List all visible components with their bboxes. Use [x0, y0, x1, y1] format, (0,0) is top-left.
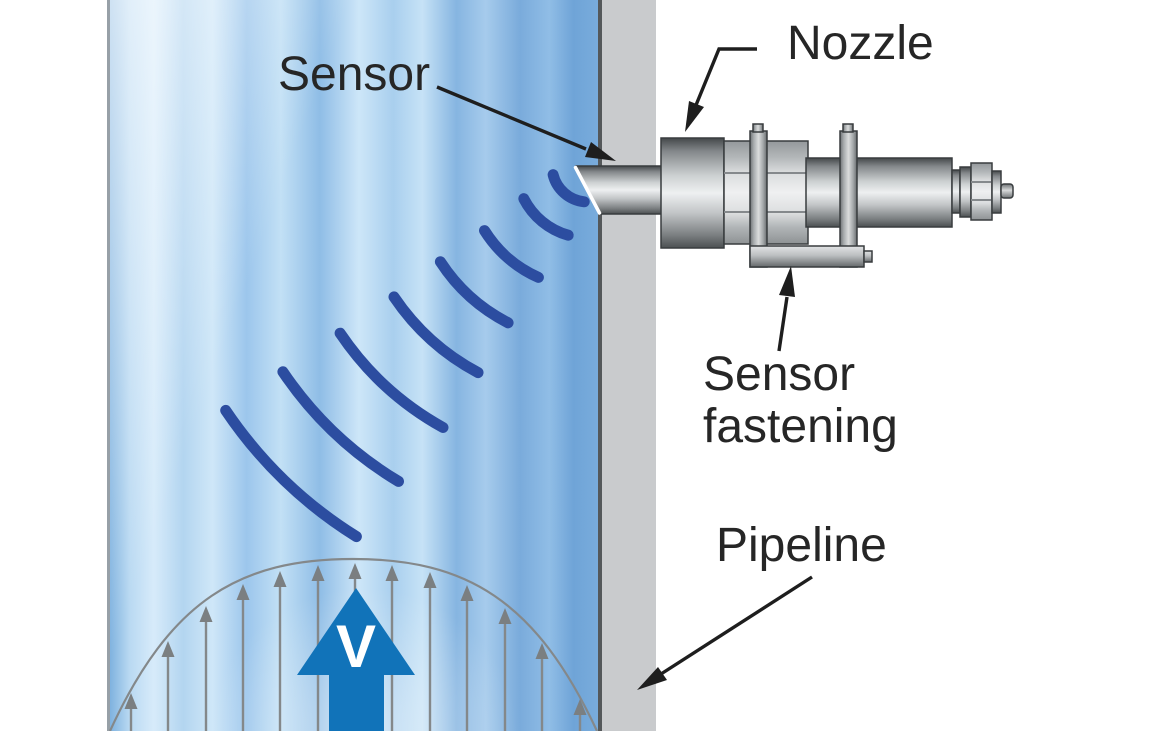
nozzle-leader-arrowhead — [685, 101, 704, 132]
velocity-profile-curve — [109, 557, 598, 731]
connector-hex-nut — [970, 162, 993, 221]
nozzle-body — [660, 137, 725, 249]
sensor-label: Sensor — [278, 48, 431, 101]
fastening-leader-arrowhead — [779, 266, 795, 297]
connector-collar — [959, 166, 972, 218]
bracket-left-tab — [752, 123, 764, 133]
pipeline-label: Pipeline — [716, 519, 887, 572]
leader-arrows — [436, 47, 813, 690]
velocity-profile — [109, 557, 598, 731]
fastening-leader-line — [777, 296, 789, 352]
pipe-wall — [598, 0, 656, 731]
nozzle-label: Nozzle — [787, 17, 934, 70]
connector-collar-2 — [991, 170, 1002, 214]
bracket-bottom-bar — [749, 245, 865, 268]
pipeline-leader-line — [660, 575, 813, 676]
sensor-tip-highlight — [573, 165, 602, 215]
sensor-assembly — [573, 123, 1014, 268]
connector-tip-pin — [1000, 183, 1014, 199]
nozzle-leader-line — [692, 47, 757, 111]
bracket-bar-stub — [863, 250, 873, 263]
bracket-right-tab — [842, 123, 854, 133]
sensor-main-body — [805, 157, 953, 228]
sensor-leader-line — [436, 85, 587, 151]
velocity-profile-arrows — [124, 563, 587, 731]
sensor-leader-arrowhead — [585, 142, 616, 161]
flow-direction-arrow — [297, 588, 415, 731]
pipeline-leader-arrowhead — [637, 667, 667, 690]
sensor-fastening-label: Sensor fastening — [703, 348, 898, 453]
ultrasound-wave-arcs — [220, 169, 590, 543]
velocity-label: V — [335, 613, 377, 680]
connector-ring — [951, 169, 961, 214]
sensor-probe-tube — [574, 165, 673, 215]
